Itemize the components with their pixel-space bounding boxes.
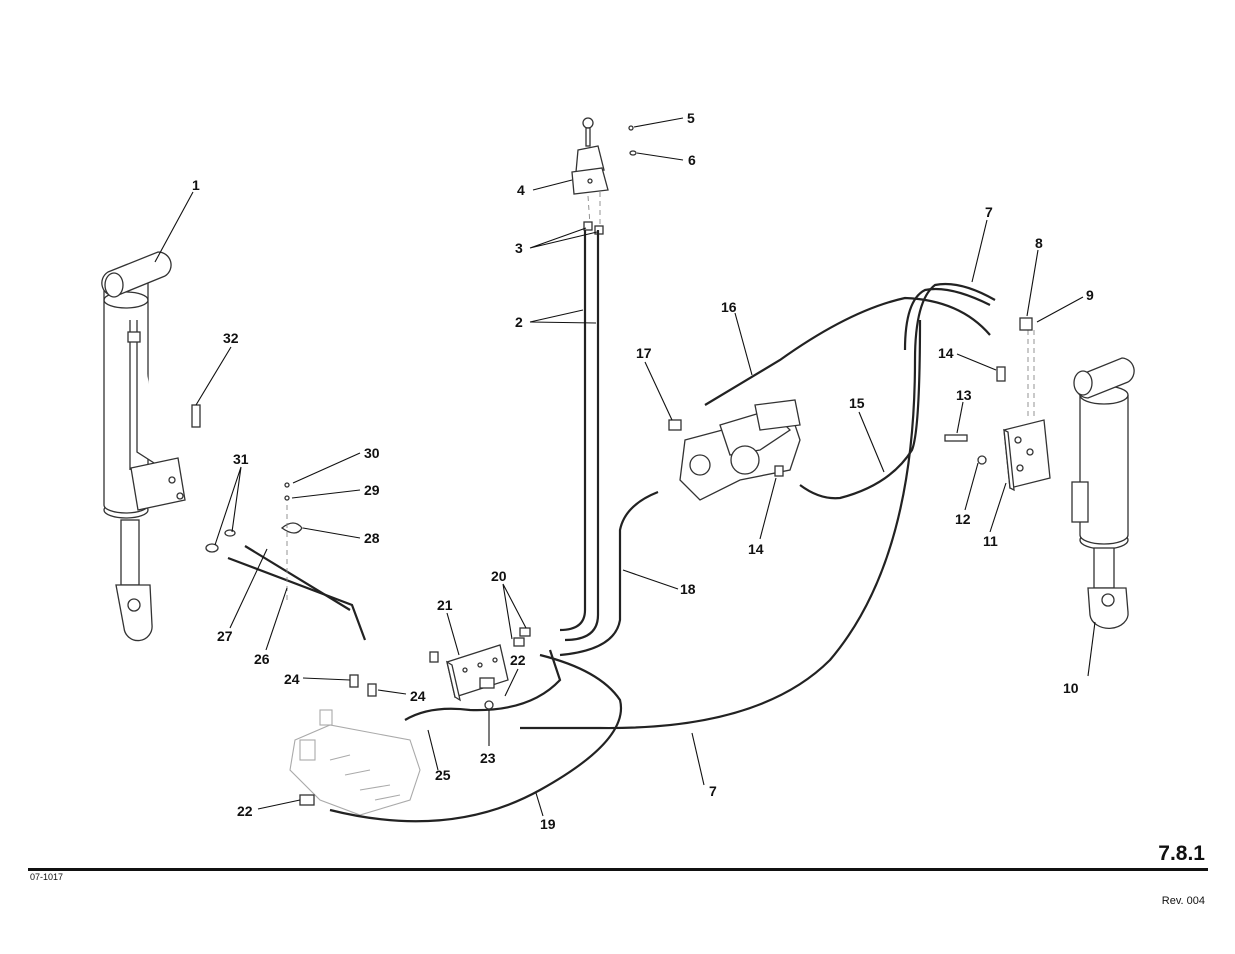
callout-6: 6 [688, 152, 696, 168]
hydraulic-pump [679, 399, 801, 501]
valve-block [429, 644, 509, 702]
hose-15 [799, 319, 922, 500]
callout-14a: 14 [938, 345, 954, 361]
hose-19 [329, 653, 623, 823]
callout-8: 8 [1035, 235, 1043, 251]
hose-26 [227, 556, 367, 641]
callout-2: 2 [515, 314, 523, 330]
callout-32: 32 [223, 330, 239, 346]
callout-12: 12 [955, 511, 971, 527]
callout-11: 11 [983, 533, 998, 549]
leader-lines [154, 117, 1096, 817]
hose-7 [520, 282, 996, 730]
callout-17: 17 [636, 345, 652, 361]
relief-valve-block [1003, 330, 1051, 492]
footer-rule [28, 868, 1208, 871]
callout-13: 13 [956, 387, 972, 403]
hose-18 [559, 490, 659, 657]
callout-7b: 7 [709, 783, 717, 799]
revision-label: Rev. 004 [1161, 895, 1205, 907]
callout-30: 30 [364, 445, 380, 461]
callout-21: 21 [437, 597, 453, 613]
callout-18: 18 [680, 581, 696, 597]
callout-15: 15 [849, 395, 865, 411]
callout-9: 9 [1086, 287, 1094, 303]
hose-27 [244, 545, 351, 611]
callout-labels: 1 2 3 4 5 6 7 7 8 9 10 11 12 13 14 14 15… [192, 110, 1094, 832]
joystick-control [571, 117, 637, 235]
callout-14b: 14 [748, 541, 764, 557]
hose-16 [704, 296, 991, 406]
callout-7a: 7 [985, 204, 993, 220]
callout-24b: 24 [410, 688, 426, 704]
callout-16: 16 [721, 299, 737, 315]
callout-22a: 22 [510, 652, 526, 668]
callout-31: 31 [233, 451, 249, 467]
callout-26: 26 [254, 651, 270, 667]
callout-10: 10 [1063, 680, 1079, 696]
callout-3: 3 [515, 240, 523, 256]
callout-23: 23 [480, 750, 496, 766]
callout-28: 28 [364, 530, 380, 546]
callout-20: 20 [491, 568, 507, 584]
right-cylinder [1071, 357, 1135, 630]
callout-4: 4 [517, 182, 525, 198]
callout-25: 25 [435, 767, 451, 783]
callout-5: 5 [687, 110, 695, 126]
small-fittings [191, 317, 1033, 806]
hose-2 [559, 230, 600, 642]
control-valve-stack [289, 709, 421, 816]
document-code: 07-1017 [30, 872, 64, 882]
callout-24a: 24 [284, 671, 300, 687]
callout-29: 29 [364, 482, 380, 498]
callout-1: 1 [192, 177, 200, 193]
callout-22b: 22 [237, 803, 253, 819]
callout-19: 19 [540, 816, 556, 832]
callout-27: 27 [217, 628, 233, 644]
hose-25 [404, 649, 562, 721]
left-cylinder [101, 251, 186, 642]
page-number: 7.8.1 [1158, 842, 1205, 865]
